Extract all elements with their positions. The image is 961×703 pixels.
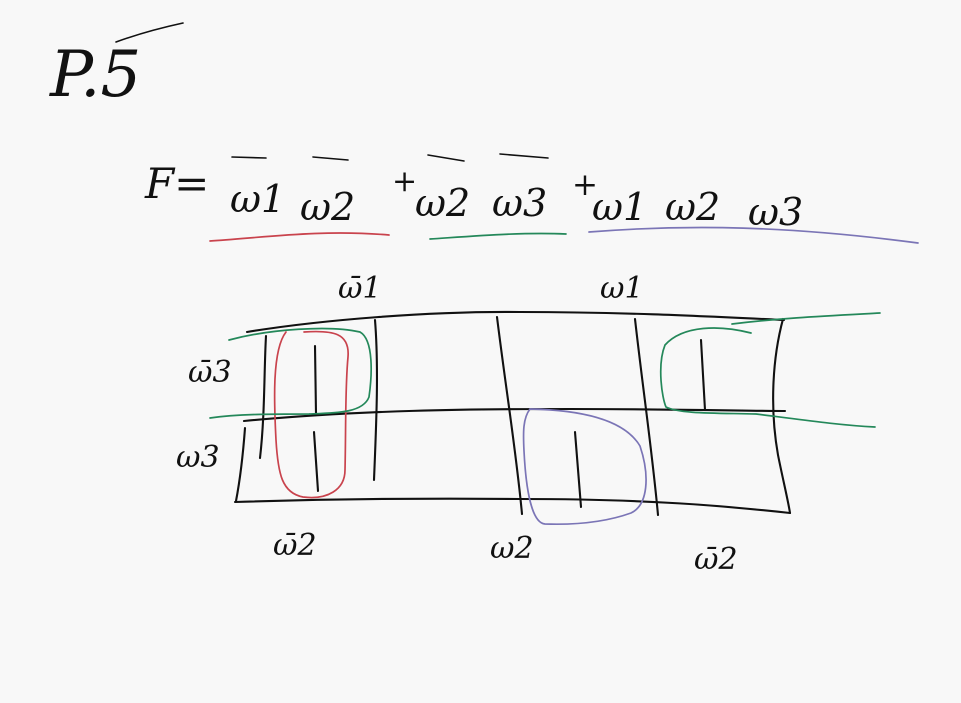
kmap-top-border <box>245 310 786 334</box>
kmap-left-border <box>234 426 247 503</box>
term2-green-underline <box>429 232 567 240</box>
kmap-column-divider-2 <box>495 315 524 516</box>
term2-a: ω2 <box>415 181 470 225</box>
left-label-not-w3: ω̄3 <box>188 355 232 390</box>
term3-c: ω3 <box>748 190 803 234</box>
term3-b: ω2 <box>665 185 720 229</box>
purple-group-outline <box>522 408 647 526</box>
term2-overbar-a <box>427 154 465 162</box>
green-group-right-outline <box>659 312 881 428</box>
term1-overbar-b <box>312 156 349 161</box>
term1-a: ω1 <box>230 177 285 221</box>
kmap-column-divider-3 <box>633 317 660 517</box>
term2-overbar-b <box>499 153 549 159</box>
plus-1: + <box>392 164 417 199</box>
kmap-right-border <box>772 317 792 515</box>
term2-b: ω3 <box>492 181 547 225</box>
kmap-bottom-border <box>233 497 792 515</box>
term1-red-underline <box>209 232 390 242</box>
cell-one-top-right <box>699 338 707 412</box>
term3-a: ω1 <box>592 185 647 229</box>
cell-one-bottom-middle <box>573 430 583 509</box>
term1-b: ω2 <box>300 185 355 229</box>
cell-one-bottom-left <box>312 430 320 493</box>
top-label-w1: ω1 <box>600 271 644 306</box>
bottom-label-not-w2-right: ω̄2 <box>694 542 738 577</box>
kmap-middle-border <box>242 407 787 423</box>
cell-one-top-left <box>313 344 318 416</box>
kmap-left-inner-border <box>258 334 268 460</box>
title-stroke <box>115 22 184 43</box>
term1-overbar-a <box>231 156 267 159</box>
bottom-label-w2: ω2 <box>490 531 534 566</box>
left-label-w3: ω3 <box>176 440 220 475</box>
red-group-outline <box>273 330 349 499</box>
top-label-not-w1: ω̄1 <box>338 271 382 306</box>
page-title: P.5 <box>49 38 141 112</box>
kmap-column-divider-1 <box>372 318 379 482</box>
equation-lhs: F= <box>144 159 209 208</box>
plus-2: + <box>572 167 598 203</box>
term3-purple-underline <box>588 226 919 244</box>
green-group-left-outline <box>209 327 372 419</box>
bottom-label-not-w2-left: ω̄2 <box>273 528 317 563</box>
